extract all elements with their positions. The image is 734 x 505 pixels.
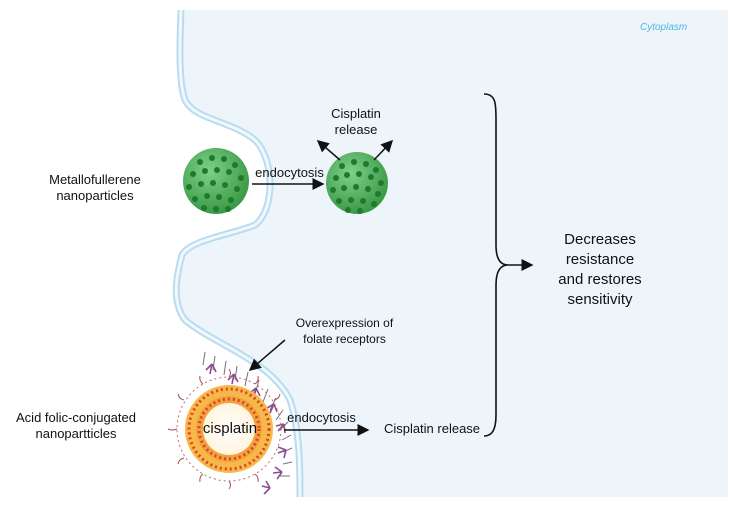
folic-label-line1: Acid folic-conjugated [16,410,136,425]
cytoplasm-region [176,10,728,497]
overexpression-label: Overexpression of folate receptors [282,315,407,347]
release-arrow-right [373,139,394,161]
outcome-line1: Decreases [564,231,636,248]
overexpression-line2: folate receptors [303,332,386,346]
endocytosis-label-bottom: endocytosis [287,410,356,425]
endocytosis-label-top: endocytosis [255,165,324,180]
cisplatin-core-label: cisplatin [202,420,258,437]
cisplatin-release-label-top: Cisplatin release [320,106,392,138]
release-arrow-left [316,140,341,161]
metallofullerene-particle-inside [326,152,388,214]
receptor-pointer-arrow [248,339,286,371]
outcome-line4: sensitivity [567,291,633,308]
cell-membrane [172,9,304,498]
folic-label-line2: nanopartticles [35,426,117,441]
cisplatin-release-label-bottom: Cisplatin release [383,421,481,436]
metallofullerene-particle-outside [183,148,249,214]
outcome-line2: resistance [565,251,635,268]
outcome-line3: and restores [558,271,642,288]
outcome-label: Decreases resistance and restores sensit… [540,230,660,310]
overexpression-line1: Overexpression of [295,316,394,330]
metallofullerene-label-line1: Metallofullerene [49,172,141,187]
cisplatin-release-top-line2: release [334,122,378,137]
cisplatin-release-top-line1: Cisplatin [331,106,381,121]
metallofullerene-label: Metallofullerene nanoparticles [30,172,160,204]
folic-nanoparticle [167,368,282,490]
folic-nanoparticle-label: Acid folic-conjugated nanopartticles [2,410,150,442]
metallofullerene-label-line2: nanoparticles [56,188,134,203]
cytoplasm-label: Cytoplasm [640,22,688,33]
